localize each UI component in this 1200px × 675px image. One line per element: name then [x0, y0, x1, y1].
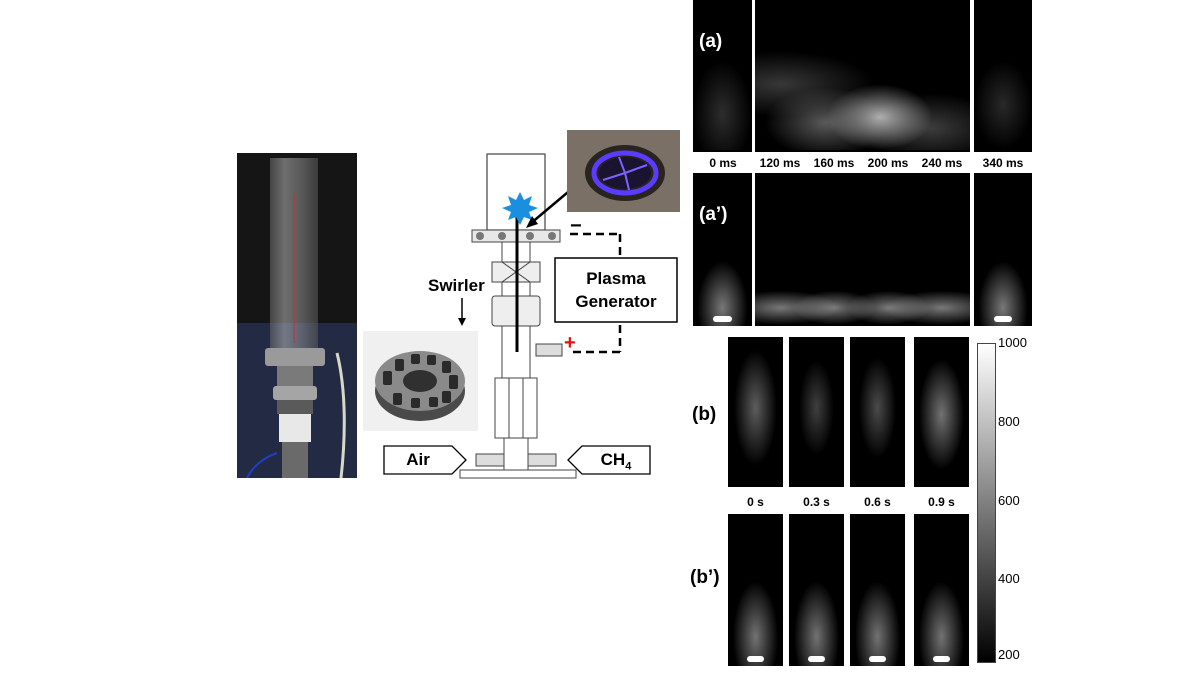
plasma-generator-label-line1: Plasma	[586, 269, 646, 288]
flame-b-prime-1	[789, 514, 844, 666]
flame-a-0ms	[693, 0, 752, 152]
ch4-subscript: 4	[625, 460, 632, 473]
time-a-2: 160 ms	[813, 156, 855, 170]
burner-schematic: Swirler Plasma Generator Air CH4 − +	[380, 120, 685, 490]
flame-a-prime-0	[693, 173, 752, 326]
time-a-4: 240 ms	[921, 156, 963, 170]
time-a-0: 0 ms	[709, 156, 737, 170]
ch4-label: CH4	[582, 450, 650, 472]
flame-b-prime-2	[850, 514, 905, 666]
time-b-2: 0.6 s	[864, 495, 891, 509]
plasma-discharge-photo	[567, 130, 680, 212]
flame-b-2	[850, 337, 905, 487]
colorbar	[977, 343, 996, 663]
time-b-0: 0 s	[747, 495, 764, 509]
time-a-1: 120 ms	[759, 156, 801, 170]
flame-a-strip	[755, 0, 970, 152]
swirler-photo	[363, 331, 478, 431]
minus-sign: −	[570, 215, 582, 237]
apparatus-photo	[237, 153, 357, 479]
flame-b-prime-3	[914, 514, 969, 666]
spark-icon	[502, 192, 538, 225]
colorbar-tick-600: 600	[998, 493, 1020, 508]
colorbar-tick-800: 800	[998, 414, 1020, 429]
colorbar-tick-200: 200	[998, 647, 1020, 662]
flame-b-prime-0	[728, 514, 783, 666]
panel-b-letter: (b)	[692, 404, 717, 425]
panel-a-letter: (a)	[699, 31, 723, 52]
panel-b-prime-letter: (b’)	[690, 567, 720, 588]
flame-b-0	[728, 337, 783, 487]
plus-sign: +	[564, 332, 576, 354]
colorbar-tick-1000: 1000	[998, 335, 1027, 350]
ch4-main: CH	[600, 450, 626, 469]
plasma-discharge-drawing	[567, 130, 680, 212]
flame-a-prime-5	[974, 173, 1032, 326]
time-b-3: 0.9 s	[928, 495, 955, 509]
panel-a-prime-letter: (a’)	[699, 204, 728, 225]
plasma-generator-label-line2: Generator	[575, 292, 657, 311]
time-a-5: 340 ms	[982, 156, 1024, 170]
flame-a-prime-strip	[755, 173, 970, 326]
air-label: Air	[406, 450, 430, 469]
swirler-drawing	[375, 351, 465, 421]
swirler-label: Swirler	[428, 276, 485, 295]
colorbar-tick-400: 400	[998, 571, 1020, 586]
time-a-3: 200 ms	[867, 156, 909, 170]
flame-a-340ms	[974, 0, 1032, 152]
flame-b-3	[914, 337, 969, 487]
time-b-1: 0.3 s	[803, 495, 830, 509]
flame-b-1	[789, 337, 844, 487]
schematic-drawing	[383, 153, 678, 479]
apparatus-photo-drawing	[237, 153, 357, 479]
